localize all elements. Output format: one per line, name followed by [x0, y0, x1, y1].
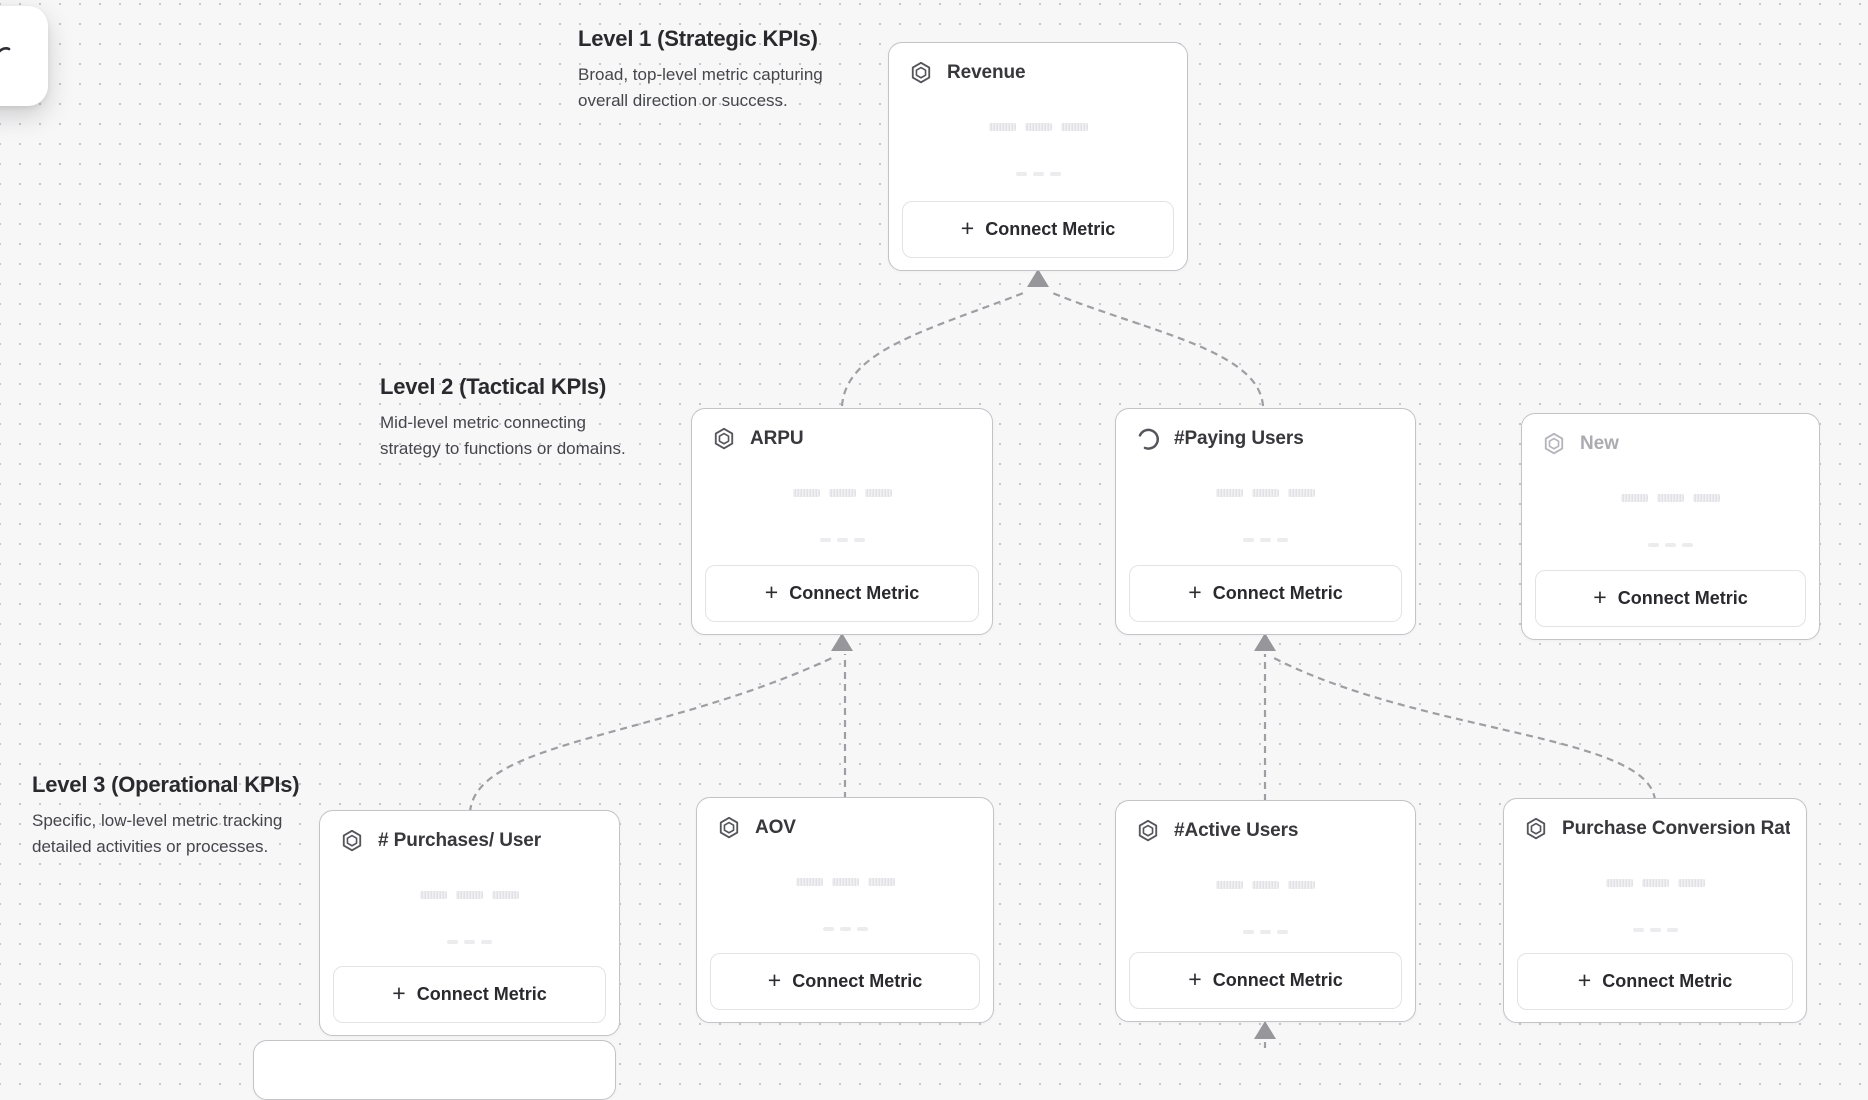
- connect-metric-label: Connect Metric: [1617, 588, 1748, 608]
- metric-skeleton-dashes: [1504, 928, 1806, 932]
- plus-icon: +: [1188, 966, 1202, 992]
- card-header: AOV: [716, 815, 977, 841]
- metric-card-purchase-conversion-rate[interactable]: Purchase Conversion Rate + Connect Metri…: [1503, 798, 1807, 1023]
- card-header: # Purchases/ User: [339, 828, 603, 854]
- metric-card-aov[interactable]: AOV + Connect Metric: [696, 797, 994, 1023]
- metric-skeleton-dashes: [889, 172, 1187, 176]
- pen-cursor-icon: [0, 47, 11, 53]
- metric-card-purchases-per-user[interactable]: # Purchases/ User + Connect Metric: [319, 810, 620, 1036]
- loading-spinner-icon: [1138, 428, 1159, 450]
- level3-title: Level 3 (Operational KPIs): [32, 772, 300, 797]
- metric-card-title: #Active Users: [1174, 820, 1299, 841]
- level1-label: Level 1 (Strategic KPIs) Broad, top-leve…: [578, 26, 878, 113]
- metric-skeleton-pills: [889, 123, 1187, 131]
- connect-metric-label: Connect Metric: [985, 219, 1116, 239]
- metric-skeleton-pills: [1522, 494, 1819, 502]
- metric-card-title: #Paying Users: [1174, 428, 1304, 449]
- metric-card-title: # Purchases/ User: [378, 830, 542, 851]
- card-header: Purchase Conversion Rate: [1523, 816, 1790, 842]
- hexagon-metric-icon: [342, 829, 362, 852]
- plus-icon: +: [1593, 584, 1607, 610]
- arrowhead-into-activeusers: [1254, 1021, 1276, 1039]
- level3-label: Level 3 (Operational KPIs) Specific, low…: [32, 772, 332, 859]
- metric-skeleton-dashes: [1522, 543, 1819, 547]
- connect-metric-label: Connect Metric: [1212, 970, 1343, 990]
- plus-icon: +: [960, 215, 975, 241]
- level1-description: Broad, top-level metric capturing overal…: [578, 65, 823, 110]
- metric-card-revenue[interactable]: Revenue + Connect Metric: [888, 42, 1188, 271]
- metric-skeleton-dashes: [1116, 538, 1415, 542]
- metric-skeleton-pills: [1504, 879, 1806, 887]
- metric-card-title: AOV: [755, 817, 796, 838]
- connect-metric-button[interactable]: + Connect Metric: [1517, 953, 1793, 1010]
- connector-payingusers-revenue: [1049, 290, 1265, 407]
- arrowhead-into-payingusers: [1254, 633, 1276, 651]
- metric-card-partial-offscreen[interactable]: [253, 1040, 616, 1100]
- metric-skeleton-dashes: [697, 927, 993, 931]
- level1-title: Level 1 (Strategic KPIs): [578, 26, 818, 51]
- card-header: ARPU: [711, 426, 976, 452]
- arrowhead-into-arpu: [831, 633, 853, 651]
- connect-metric-label: Connect Metric: [416, 984, 547, 1004]
- metric-skeleton-dashes: [1116, 930, 1415, 934]
- connect-metric-label: Connect Metric: [1212, 583, 1343, 603]
- metric-card-new[interactable]: New + Connect Metric: [1521, 413, 1820, 640]
- metric-card-paying-users[interactable]: #Paying Users + Connect Metric: [1115, 408, 1416, 635]
- hexagon-metric-icon: [911, 61, 931, 84]
- arrowhead-into-revenue: [1027, 269, 1049, 287]
- card-header: #Active Users: [1135, 818, 1399, 844]
- connect-metric-button[interactable]: + Connect Metric: [902, 201, 1174, 258]
- metric-skeleton-dashes: [692, 538, 992, 542]
- floating-tool-panel[interactable]: [0, 6, 48, 106]
- plus-icon: +: [392, 980, 406, 1006]
- connect-metric-button[interactable]: + Connect Metric: [705, 565, 979, 622]
- level3-description: Specific, low-level metric tracking deta…: [32, 811, 283, 856]
- hexagon-metric-icon: [1544, 432, 1564, 455]
- plus-icon: +: [764, 579, 779, 605]
- metric-card-arpu[interactable]: ARPU + Connect Metric: [691, 408, 993, 635]
- metric-skeleton-pills: [320, 891, 619, 899]
- connect-metric-button[interactable]: + Connect Metric: [710, 953, 980, 1010]
- connect-metric-label: Connect Metric: [792, 971, 923, 991]
- level2-title: Level 2 (Tactical KPIs): [380, 374, 607, 399]
- hexagon-metric-icon: [1526, 817, 1546, 840]
- plus-icon: +: [1577, 967, 1592, 993]
- metric-skeleton-pills: [697, 878, 993, 886]
- metric-skeleton-pills: [692, 489, 992, 497]
- connector-conversion-payingusers: [1271, 656, 1657, 801]
- hexagon-metric-icon: [714, 427, 734, 450]
- metric-card-active-users[interactable]: #Active Users + Connect Metric: [1115, 800, 1416, 1022]
- connect-metric-button[interactable]: + Connect Metric: [1129, 565, 1402, 622]
- connect-metric-label: Connect Metric: [1602, 971, 1733, 991]
- connect-metric-label: Connect Metric: [789, 583, 920, 603]
- plus-icon: +: [767, 967, 782, 993]
- metric-card-title: New: [1580, 433, 1619, 454]
- metric-card-title: Revenue: [947, 62, 1026, 83]
- plus-icon: +: [1188, 579, 1202, 605]
- level2-label: Level 2 (Tactical KPIs) Mid-level metric…: [380, 374, 660, 461]
- card-header: #Paying Users: [1135, 426, 1399, 452]
- card-header: New: [1541, 431, 1803, 457]
- metric-skeleton-dashes: [320, 940, 619, 944]
- metric-card-title: ARPU: [750, 428, 804, 449]
- connect-metric-button[interactable]: + Connect Metric: [1535, 570, 1806, 627]
- connect-metric-button[interactable]: + Connect Metric: [1129, 952, 1402, 1009]
- card-header: Revenue: [908, 60, 1171, 86]
- hexagon-metric-icon: [719, 816, 739, 839]
- connector-arpu-revenue: [840, 290, 1027, 407]
- hexagon-metric-icon: [1138, 819, 1158, 842]
- metric-skeleton-pills: [1116, 881, 1415, 889]
- connector-purchases-arpu: [468, 656, 835, 813]
- metric-skeleton-pills: [1116, 489, 1415, 497]
- connect-metric-button[interactable]: + Connect Metric: [333, 966, 606, 1023]
- level2-description: Mid-level metric connecting strategy to …: [380, 413, 626, 458]
- metric-card-title: Purchase Conversion Rate: [1562, 818, 1790, 839]
